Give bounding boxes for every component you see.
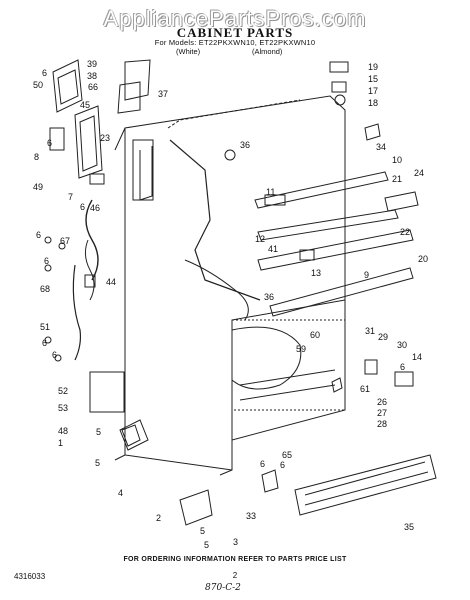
callout: 5	[95, 458, 100, 468]
handwritten-note: 870-C-2	[205, 583, 241, 593]
callout: 48	[58, 426, 68, 436]
callout: 30	[397, 340, 407, 350]
right-parts	[119, 171, 437, 526]
callout: 59	[296, 344, 306, 354]
callout: 6	[47, 138, 52, 148]
callout: 6	[260, 459, 265, 469]
callout: 9	[364, 270, 369, 280]
callout: 6	[80, 202, 85, 212]
callout: 22	[400, 227, 410, 237]
callout: 27	[377, 408, 387, 418]
upper-parts	[117, 59, 381, 161]
callout: 49	[33, 182, 43, 192]
callout: 38	[87, 71, 97, 81]
callout: 5	[96, 427, 101, 437]
diagram-title: CABINET PARTS	[176, 25, 294, 40]
callout: 6	[52, 350, 57, 360]
callout: 53	[58, 403, 68, 413]
callout: 65	[282, 450, 292, 460]
callout: 37	[158, 89, 168, 99]
model-color-almond: (Almond)	[252, 47, 283, 56]
callout: 36	[240, 140, 250, 150]
callout: 11	[266, 187, 275, 197]
callout: 19	[368, 62, 378, 72]
callout: 41	[268, 244, 278, 254]
callout: 44	[106, 277, 116, 287]
callout: 20	[418, 254, 428, 264]
callout: 66	[88, 82, 98, 92]
callout: 60	[310, 330, 320, 340]
callout-labels: 39 6 38 50 66 45 37 19 15 17 18 8 49 23 …	[33, 59, 428, 550]
callout: 10	[392, 155, 402, 165]
callout: 13	[311, 268, 321, 278]
ordering-note: FOR ORDERING INFORMATION REFER TO PARTS …	[123, 556, 347, 563]
callout: 6	[42, 68, 47, 78]
callout: 24	[414, 168, 424, 178]
models-line: For Models: ET22PKXWN10, ET22PKXWN10	[154, 38, 316, 47]
callout: 28	[377, 419, 387, 429]
callout: 45	[80, 100, 90, 110]
callout: 14	[412, 352, 422, 362]
model-color-white: (White)	[176, 47, 201, 56]
page-number: 2	[232, 571, 238, 580]
callout: 36	[264, 292, 274, 302]
callout: 26	[377, 397, 387, 407]
callout: 15	[368, 74, 378, 84]
callout: 6	[42, 338, 47, 348]
callout: 46	[90, 203, 100, 213]
callout: 6	[36, 230, 41, 240]
callout: 12	[255, 234, 265, 244]
callout: 4	[118, 488, 123, 498]
callout: 6	[44, 256, 49, 266]
callout: 6	[400, 362, 405, 372]
callout: 2	[156, 513, 161, 523]
callout: 21	[392, 174, 402, 184]
watermark: AppliancePartsPros.com	[103, 6, 367, 31]
callout: 68	[40, 284, 50, 294]
document-number: 4316033	[14, 572, 46, 581]
callout: 5	[204, 540, 209, 550]
callout: 7	[68, 192, 73, 202]
callout: 17	[368, 86, 378, 96]
callout: 31	[365, 326, 375, 336]
callout: 29	[378, 332, 388, 342]
callout: 8	[34, 152, 39, 162]
callout: 50	[33, 80, 43, 90]
callout: 35	[404, 522, 414, 532]
callout: 6	[280, 460, 285, 470]
left-parts	[44, 59, 141, 447]
callout: 1	[58, 438, 63, 448]
callout: 52	[58, 386, 68, 396]
callout: 33	[246, 511, 256, 521]
callout: 51	[40, 322, 50, 332]
callout: 61	[360, 384, 370, 394]
callout: 3	[233, 537, 238, 547]
callout: 34	[376, 142, 386, 152]
callout: 23	[100, 133, 110, 143]
callout: 67	[60, 236, 70, 246]
callout: 5	[200, 526, 205, 536]
callout: 39	[87, 59, 97, 69]
callout: 18	[368, 98, 378, 108]
cabinet-shell	[114, 95, 346, 476]
